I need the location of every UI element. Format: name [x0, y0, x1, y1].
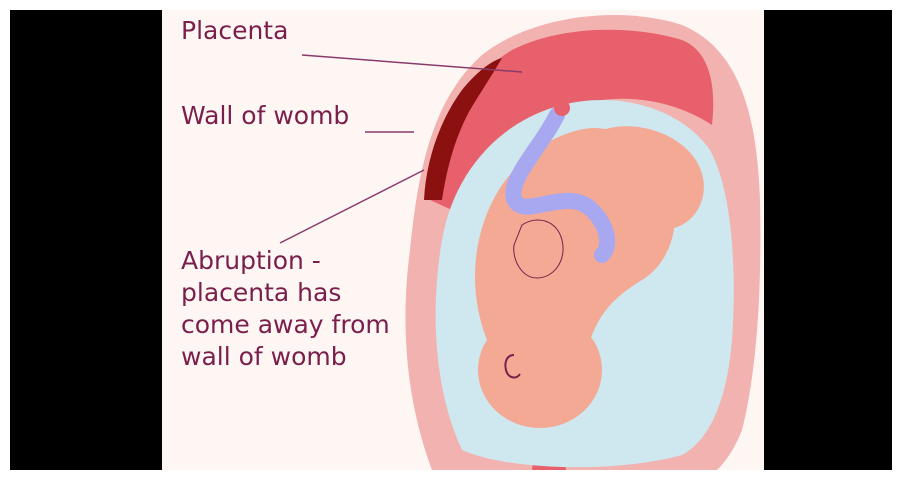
abruption-leader-line	[280, 170, 424, 243]
abruption-label: Abruption - placenta has come away from …	[181, 245, 390, 373]
placenta-label: Placenta	[181, 15, 288, 47]
fetus-head	[478, 312, 602, 428]
abruption-label-line-4: wall of womb	[181, 341, 390, 373]
abruption-label-line-3: come away from	[181, 309, 390, 341]
cord-attachment	[554, 100, 570, 116]
diagram-panel: Placenta Wall of womb Abruption - placen…	[162, 10, 764, 470]
letterbox-right	[764, 10, 892, 470]
abruption-label-line-1: Abruption -	[181, 245, 390, 277]
fetus-arm	[514, 220, 563, 278]
abruption-label-line-2: placenta has	[181, 277, 390, 309]
womb-illustration	[162, 10, 764, 470]
wall-of-womb-label: Wall of womb	[181, 100, 349, 132]
letterbox-left	[10, 10, 162, 470]
